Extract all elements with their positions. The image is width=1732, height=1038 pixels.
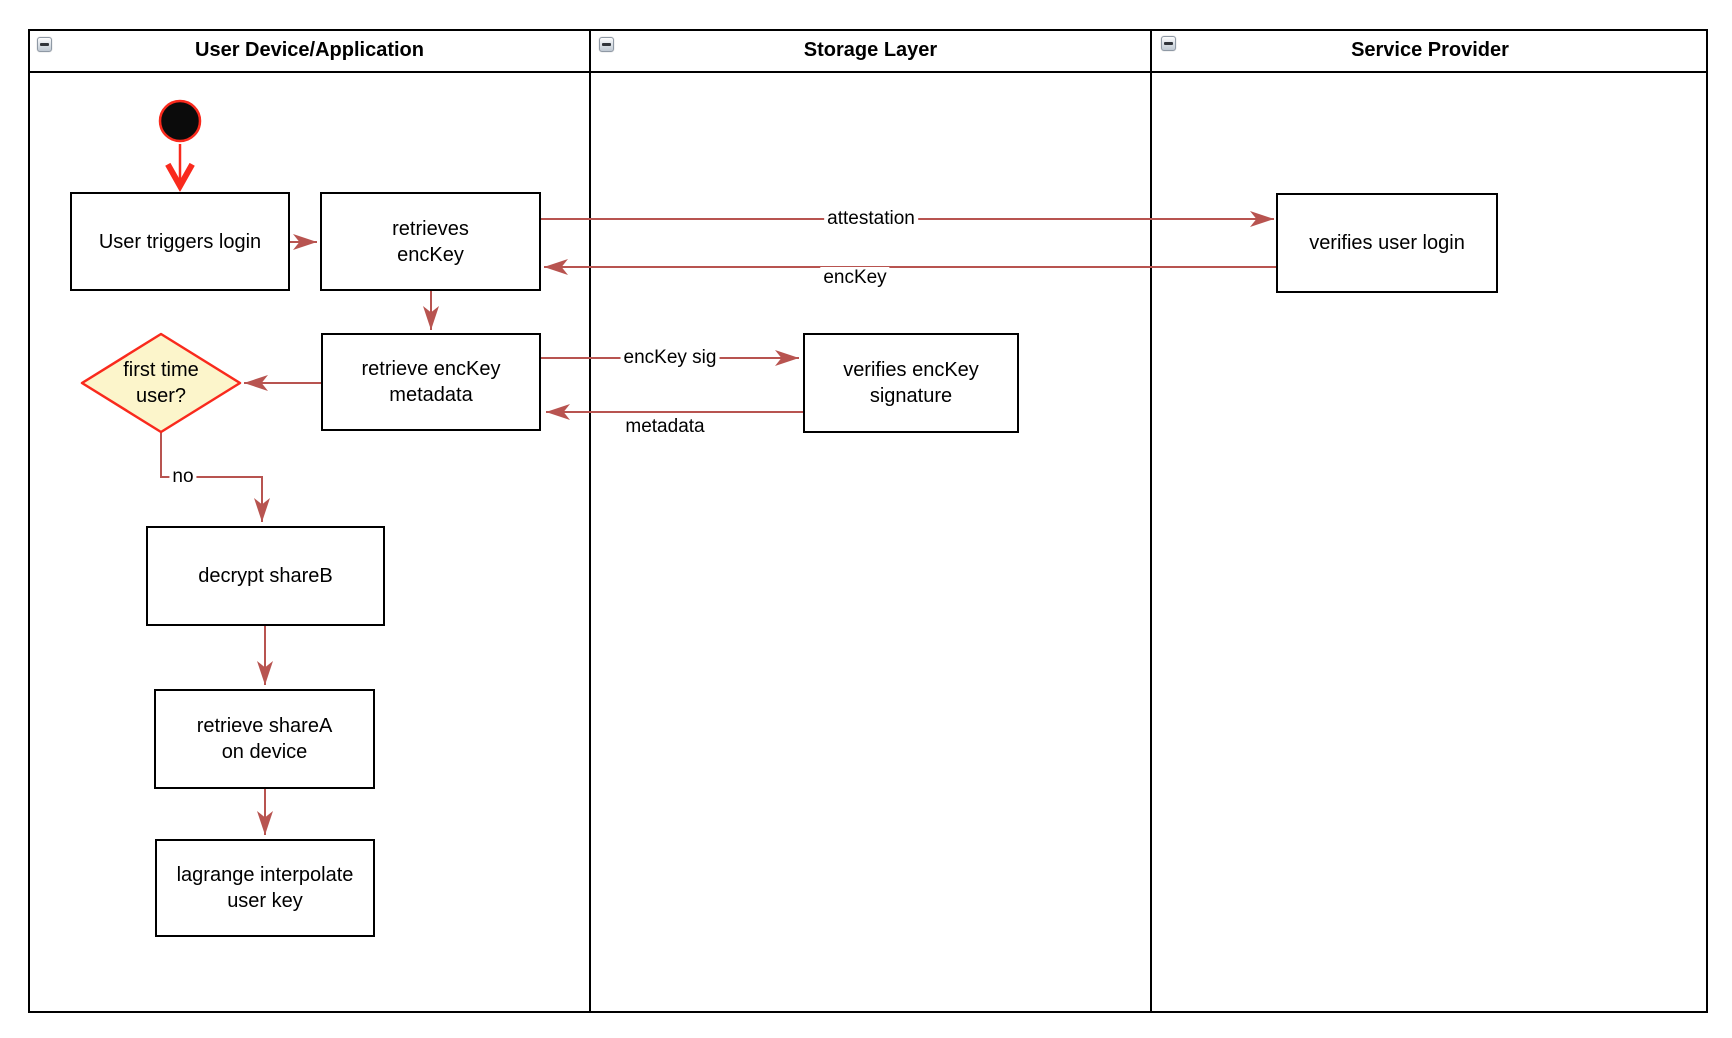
- decision-label: first time user?: [123, 359, 199, 407]
- node-label: retrieve encKey metadata: [361, 358, 501, 406]
- edge-label-attestation: attestation: [824, 208, 918, 230]
- node-retrieve-sharea-on-device[interactable]: retrieve shareA on device: [154, 689, 375, 789]
- lane-header-divider: [28, 71, 1708, 73]
- lane-header-user-device: User Device/Application: [30, 29, 589, 72]
- lane-separator-2: [1150, 29, 1152, 1013]
- lane-separator-1: [589, 29, 591, 1013]
- node-label: verifies user login: [1309, 232, 1465, 254]
- edge-label-enckey-sig: encKey sig: [620, 347, 720, 369]
- lane-title: Storage Layer: [803, 39, 938, 61]
- edge-label-metadata: metadata: [622, 416, 708, 438]
- node-label: User triggers login: [98, 230, 262, 253]
- minus-icon: [40, 43, 49, 46]
- node-retrieves-enckey[interactable]: retrieves encKey: [320, 192, 541, 291]
- node-label: verifies encKey signature: [843, 359, 979, 407]
- node-decrypt-shareb[interactable]: decrypt shareB: [146, 526, 385, 626]
- node-retrieve-enckey-metadata[interactable]: retrieve encKey metadata: [321, 333, 541, 431]
- node-lagrange-interpolate-user-key[interactable]: lagrange interpolate user key: [155, 839, 375, 937]
- lane-title: Service Provider: [1351, 39, 1509, 61]
- swimlane-pool: [28, 29, 1708, 1013]
- minus-icon: [602, 43, 611, 46]
- node-verifies-user-login[interactable]: verifies user login: [1276, 193, 1498, 293]
- edge-label-enckey: encKey: [820, 267, 890, 289]
- lane-header-service-provider: Service Provider: [1152, 29, 1708, 72]
- node-label: retrieve shareA on device: [196, 715, 333, 763]
- node-user-triggers-login[interactable]: User triggers login: [70, 192, 290, 291]
- edge-label-no: no: [169, 466, 197, 488]
- node-label: retrieves encKey: [392, 217, 469, 266]
- node-label: lagrange interpolate user key: [176, 864, 354, 912]
- node-verifies-enckey-signature[interactable]: verifies encKey signature: [803, 333, 1019, 433]
- lane-title: User Device/Application: [195, 39, 424, 61]
- collapse-lane-icon[interactable]: [599, 37, 614, 52]
- node-label: decrypt shareB: [198, 565, 333, 587]
- lane-header-storage-layer: Storage Layer: [591, 29, 1150, 72]
- collapse-lane-icon[interactable]: [37, 37, 52, 52]
- collapse-lane-icon[interactable]: [1161, 36, 1176, 51]
- minus-icon: [1164, 42, 1173, 45]
